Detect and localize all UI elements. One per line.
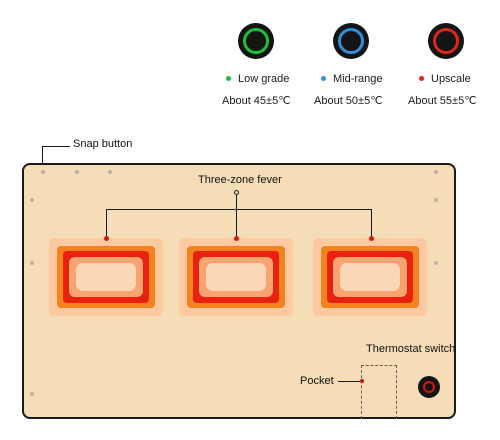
three-zone-label: Three-zone fever: [198, 174, 282, 186]
snap-button-leader-h: [42, 146, 70, 147]
legend-low-grade: Low grade: [226, 73, 289, 85]
zone-marker-icon: [104, 236, 109, 241]
pocket-label: Pocket: [300, 375, 334, 387]
snap-button-icon: [434, 170, 438, 174]
three-zone-leader-center: [236, 195, 237, 237]
snap-button-icon: [41, 170, 45, 174]
thermostat-switch-label: Thermostat switch: [366, 343, 456, 355]
green-dot-icon: [226, 75, 231, 81]
legend-mid-range: Mid-range: [321, 73, 383, 85]
pocket-marker-icon: [360, 379, 364, 383]
snap-button-icon: [434, 198, 438, 202]
pocket-outline: [361, 365, 397, 419]
heat-zone-left: [49, 238, 163, 316]
mid-range-indicator-icon: [333, 23, 369, 59]
upscale-indicator-icon: [428, 23, 464, 59]
legend-upscale-temp: About 55±5℃: [408, 95, 477, 107]
snap-button-icon: [30, 392, 34, 396]
zone-marker-icon: [234, 236, 239, 241]
three-zone-anchor-icon: [234, 190, 239, 195]
snap-button-leader-v: [42, 146, 43, 168]
low-grade-indicator-icon: [238, 23, 274, 59]
three-zone-leader-h: [106, 209, 372, 210]
snap-button-icon: [75, 170, 79, 174]
heat-zone-right: [313, 238, 427, 316]
three-zone-leader-right: [371, 209, 372, 237]
pocket-leader: [338, 381, 360, 382]
snap-button-icon: [108, 170, 112, 174]
three-zone-leader-left: [106, 209, 107, 237]
snap-button-icon: [30, 198, 34, 202]
zone-marker-icon: [369, 236, 374, 241]
snap-button-icon: [434, 261, 438, 265]
legend-mid-range-temp: About 50±5℃: [314, 95, 383, 107]
snap-button-label: Snap button: [73, 138, 133, 150]
heat-zone-center: [179, 238, 293, 316]
legend-upscale: Upscale: [419, 73, 471, 85]
blue-dot-icon: [321, 75, 326, 81]
thermostat-switch-icon: [418, 376, 440, 398]
snap-button-icon: [30, 261, 34, 265]
red-dot-icon: [419, 75, 424, 81]
legend-low-grade-temp: About 45±5℃: [222, 95, 291, 107]
